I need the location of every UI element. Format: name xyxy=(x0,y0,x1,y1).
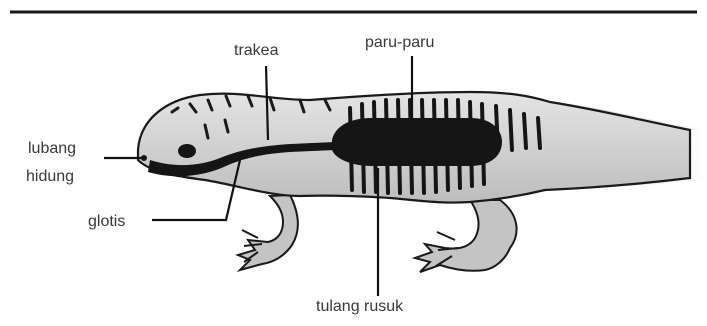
label-trachea: trakea xyxy=(234,42,279,59)
hind-leg xyxy=(415,200,517,272)
lungs xyxy=(332,118,502,166)
label-nostril-line2: hidung xyxy=(26,168,74,185)
label-ribs: tulang rusuk xyxy=(316,298,404,315)
label-glottis: glotis xyxy=(88,213,125,230)
label-lungs: paru-paru xyxy=(365,34,434,51)
eye xyxy=(178,144,196,158)
label-nostril-line1: lubang xyxy=(28,140,76,157)
